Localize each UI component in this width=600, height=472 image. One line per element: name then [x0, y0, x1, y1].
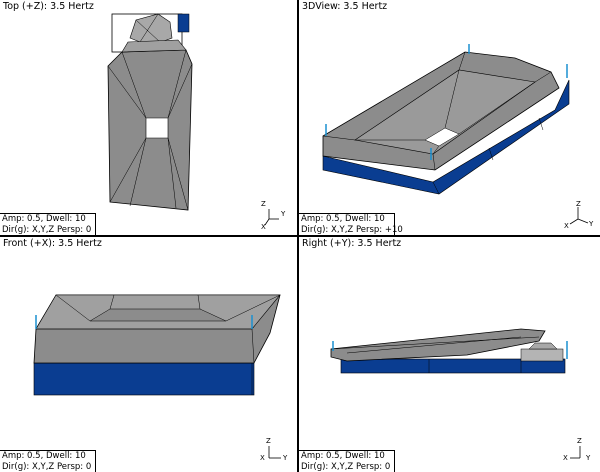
top-view-model [107, 13, 193, 211]
viewport-top[interactable]: Top (+Z): 3.5 Hertz Amp: 0.5, Dwell: 10 … [0, 0, 297, 235]
amp-dwell-label: Amp: 0.5, Dwell: 10 [2, 451, 86, 461]
viewport-info-panel: Amp: 0.5, Dwell: 10 Dir(g): X,Y,Z Persp:… [0, 213, 96, 235]
viewport-title: Right (+Y): 3.5 Hertz [302, 238, 402, 249]
axis-x-label: X [261, 223, 266, 231]
direction-persp-label: Dir(g): X,Y,Z Persp: +10 [301, 225, 403, 235]
3d-view-model [322, 44, 570, 195]
axis-triad-icon: Z Y X [562, 201, 596, 231]
viewport-title: Front (+X): 3.5 Hertz [3, 238, 102, 249]
direction-persp-label: Dir(g): X,Y,Z Persp: 0 [2, 225, 92, 235]
direction-persp-label: Dir(g): X,Y,Z Persp: 0 [2, 462, 92, 472]
axis-x-label: X [564, 222, 569, 230]
viewport-info-panel: Amp: 0.5, Dwell: 10 Dir(g): X,Y,Z Persp:… [299, 213, 403, 235]
axis-z-label: Z [576, 200, 581, 208]
axis-x-label: X [260, 454, 265, 462]
front-view-model [33, 294, 281, 396]
amp-dwell-label: Amp: 0.5, Dwell: 10 [301, 451, 385, 461]
viewport-title: Top (+Z): 3.5 Hertz [3, 1, 94, 12]
right-view-model [330, 328, 568, 374]
axis-y-label: Y [283, 454, 288, 462]
axis-y-label: Y [589, 220, 594, 228]
viewport-title: 3DView: 3.5 Hertz [302, 1, 388, 12]
axis-z-label: Z [261, 200, 266, 208]
axis-x-label: X [563, 454, 568, 462]
axis-y-label: Y [586, 454, 591, 462]
axis-z-label: Z [577, 437, 582, 445]
viewport-info-panel: Amp: 0.5, Dwell: 10 Dir(g): X,Y,Z Persp:… [0, 450, 96, 472]
amp-dwell-label: Amp: 0.5, Dwell: 10 [2, 214, 86, 224]
axis-y-label: Y [281, 210, 286, 218]
viewport-right[interactable]: Right (+Y): 3.5 Hertz Amp: 0.5, Dwell: 1… [299, 237, 600, 472]
amp-dwell-label: Amp: 0.5, Dwell: 10 [301, 214, 385, 224]
viewport-info-panel: Amp: 0.5, Dwell: 10 Dir(g): X,Y,Z Persp:… [299, 450, 395, 472]
direction-persp-label: Dir(g): X,Y,Z Persp: 0 [301, 462, 391, 472]
axis-triad-icon: Z X Y [562, 438, 596, 468]
viewport-front[interactable]: Front (+X): 3.5 Hertz Amp: 0.5, Dwell: 1… [0, 237, 297, 472]
viewport-3d[interactable]: 3DView: 3.5 Hertz Amp: 0.5, Dwell: 10 Di… [299, 0, 600, 235]
axis-z-label: Z [266, 437, 271, 445]
axis-triad-icon: Z Y X [259, 201, 293, 231]
axis-triad-icon: Z Y X [259, 438, 293, 468]
